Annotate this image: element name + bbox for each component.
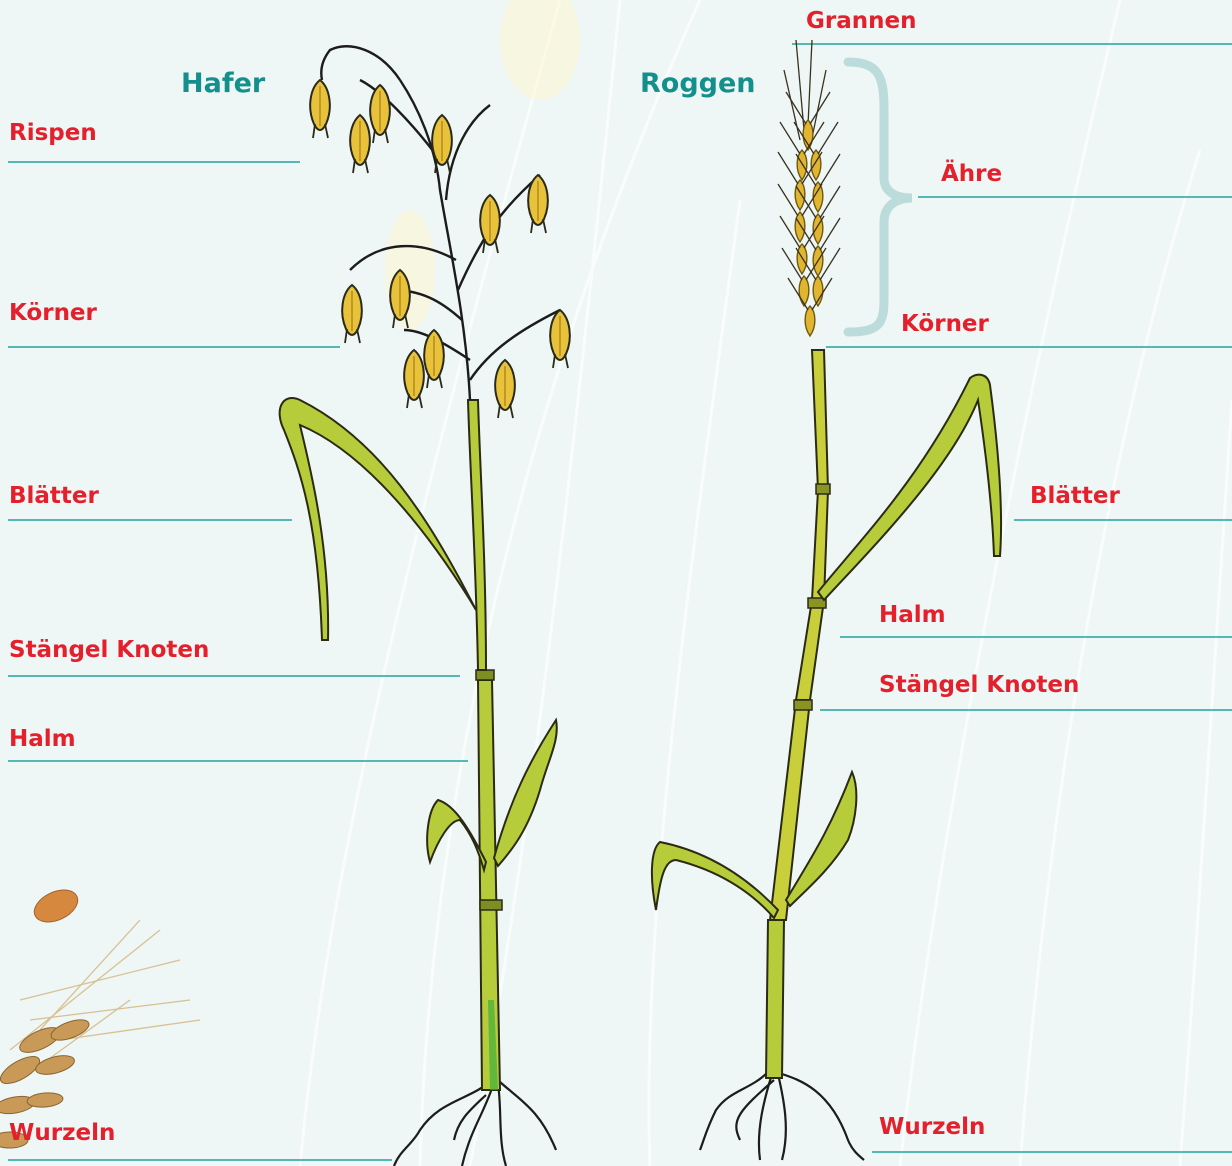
- hafer-label-koerner: Körner: [9, 302, 97, 325]
- wheat-ears-photo: [0, 920, 200, 1148]
- roggen-label-koerner: Körner: [901, 313, 989, 336]
- grain-kernel-photo: [29, 884, 83, 929]
- rye-plant-illustration: [652, 40, 1001, 1160]
- hafer-label-wurzeln: Wurzeln: [9, 1122, 115, 1145]
- roggen-label-staengel-knoten: Stängel Knoten: [879, 674, 1079, 697]
- hafer-label-blaetter: Blätter: [9, 485, 99, 508]
- roggen-label-blaetter: Blätter: [1030, 485, 1120, 508]
- ear-bracket: [848, 62, 912, 332]
- roggen-label-grannen: Grannen: [806, 10, 916, 33]
- hafer-label-halm: Halm: [9, 728, 76, 751]
- roggen-label-wurzeln: Wurzeln: [879, 1116, 985, 1139]
- background-decoration: [300, 0, 1232, 1166]
- roggen-label-halm: Halm: [879, 604, 946, 627]
- plant-title-hafer: Hafer: [181, 70, 265, 97]
- roggen-label-aehre: Ähre: [941, 163, 1002, 186]
- hafer-label-rispen: Rispen: [9, 122, 97, 145]
- oat-plant-illustration: [280, 46, 570, 1166]
- rye-ear: [778, 92, 840, 336]
- label-rules: [8, 44, 1232, 1160]
- plant-title-roggen: Roggen: [640, 70, 756, 97]
- hafer-label-staengel-knoten: Stängel Knoten: [9, 639, 209, 662]
